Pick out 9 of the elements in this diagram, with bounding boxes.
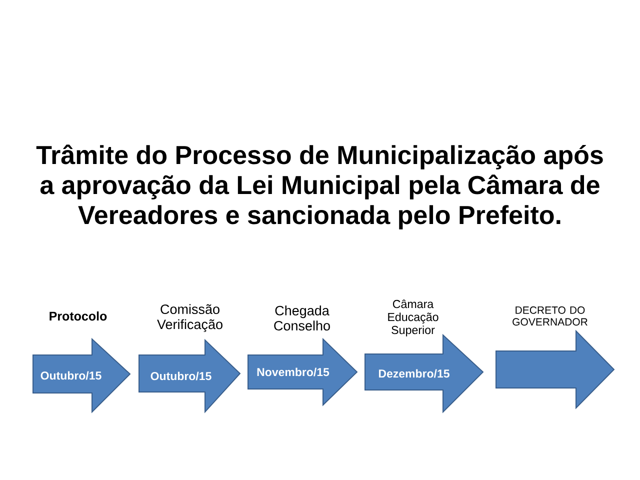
title: Trâmite do Processo de Municipalização após a aprovação da Lei Municipal pela Câmara de Vereadores e sancionada pelo Prefeito.	[36, 144, 603, 230]
step-label: Chegada Conselho	[274, 305, 330, 331]
step-label: Câmara Educação Superior	[388, 300, 438, 336]
process-step: Novembro/15	[248, 338, 358, 406]
step-label: Protocolo	[50, 311, 107, 321]
process-step: Outubro/15	[138, 338, 241, 414]
step-label: Comissão Verificação	[157, 304, 222, 332]
process-step: Outubro/15	[32, 338, 131, 414]
step-label: DECRETO DO GOVERNADOR	[512, 306, 588, 326]
